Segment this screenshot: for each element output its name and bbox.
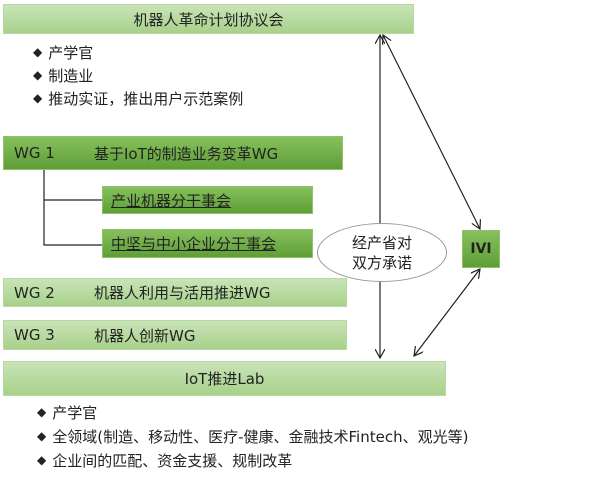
diamond-bullet-icon: ◆ [33, 91, 43, 105]
subgroup-label: 产业机器分干事会 [111, 191, 232, 210]
bullet-text: 企业间的匹配、资金支援、规制改革 [52, 451, 293, 470]
council-bullet: ◆ 产学官 [33, 42, 93, 62]
ellipse-line: 经产省对 [351, 233, 412, 252]
ivi-box: IVI [462, 230, 500, 268]
lab-bullet: ◆ 全领域(制造、移动性、医疗-健康、金融技术Fintech、观光等) [37, 426, 468, 446]
subgroup-sme: 中坚与中小企业分干事会 [102, 229, 313, 258]
council-bar: 机器人革命计划协议会 [3, 4, 414, 34]
wg3-id: WG 3 [14, 326, 55, 344]
bullet-text: 产学官 [48, 43, 94, 62]
wg1-id: WG 1 [14, 144, 55, 162]
iot-lab-title: IoT推进Lab [184, 370, 265, 388]
subgroup-industrial-machines: 产业机器分干事会 [102, 186, 313, 214]
wg2-id: WG 2 [14, 283, 55, 302]
lab-bullet: ◆ 企业间的匹配、资金支援、规制改革 [37, 450, 292, 470]
ivi-label: IVI [470, 241, 492, 257]
diamond-bullet-icon: ◆ [33, 68, 43, 82]
council-bullet: ◆ 推动实证，推出用户示范案例 [33, 88, 243, 108]
diamond-bullet-icon: ◆ [33, 45, 43, 59]
arrow-ivi-lab [414, 269, 480, 356]
wg2-title: 机器人利用与活用推进WG [94, 284, 271, 302]
diamond-bullet-icon: ◆ [37, 405, 47, 419]
ellipse-line: 双方承诺 [351, 253, 412, 272]
bullet-text: 全领域(制造、移动性、医疗-健康、金融技术Fintech、观光等) [52, 427, 469, 446]
wg2-bar: WG 2 机器人利用与活用推进WG [3, 278, 347, 307]
wg3-bar: WG 3 机器人创新WG [3, 320, 347, 350]
bullet-text: 产学官 [52, 403, 98, 422]
council-title: 机器人革命计划协议会 [133, 10, 284, 29]
wg3-title: 机器人创新WG [94, 326, 196, 345]
diamond-bullet-icon: ◆ [37, 453, 47, 467]
arrow-council-ivi [383, 35, 480, 229]
diamond-bullet-icon: ◆ [37, 429, 47, 443]
wg1-bar: WG 1 基于IoT的制造业务变革WG [3, 136, 343, 170]
wg1-title: 基于IoT的制造业务变革WG [94, 144, 279, 163]
iot-lab-bar: IoT推进Lab [3, 361, 446, 396]
meti-commitment-ellipse: 经产省对 双方承诺 [317, 223, 447, 282]
lab-bullet: ◆ 产学官 [37, 402, 97, 422]
bullet-text: 推动实证，推出用户示范案例 [48, 89, 244, 108]
wg1-tree-line [43, 170, 102, 246]
subgroup-label: 中坚与中小企业分干事会 [111, 235, 277, 253]
bullet-text: 制造业 [48, 66, 94, 85]
council-bullet: ◆ 制造业 [33, 65, 93, 85]
